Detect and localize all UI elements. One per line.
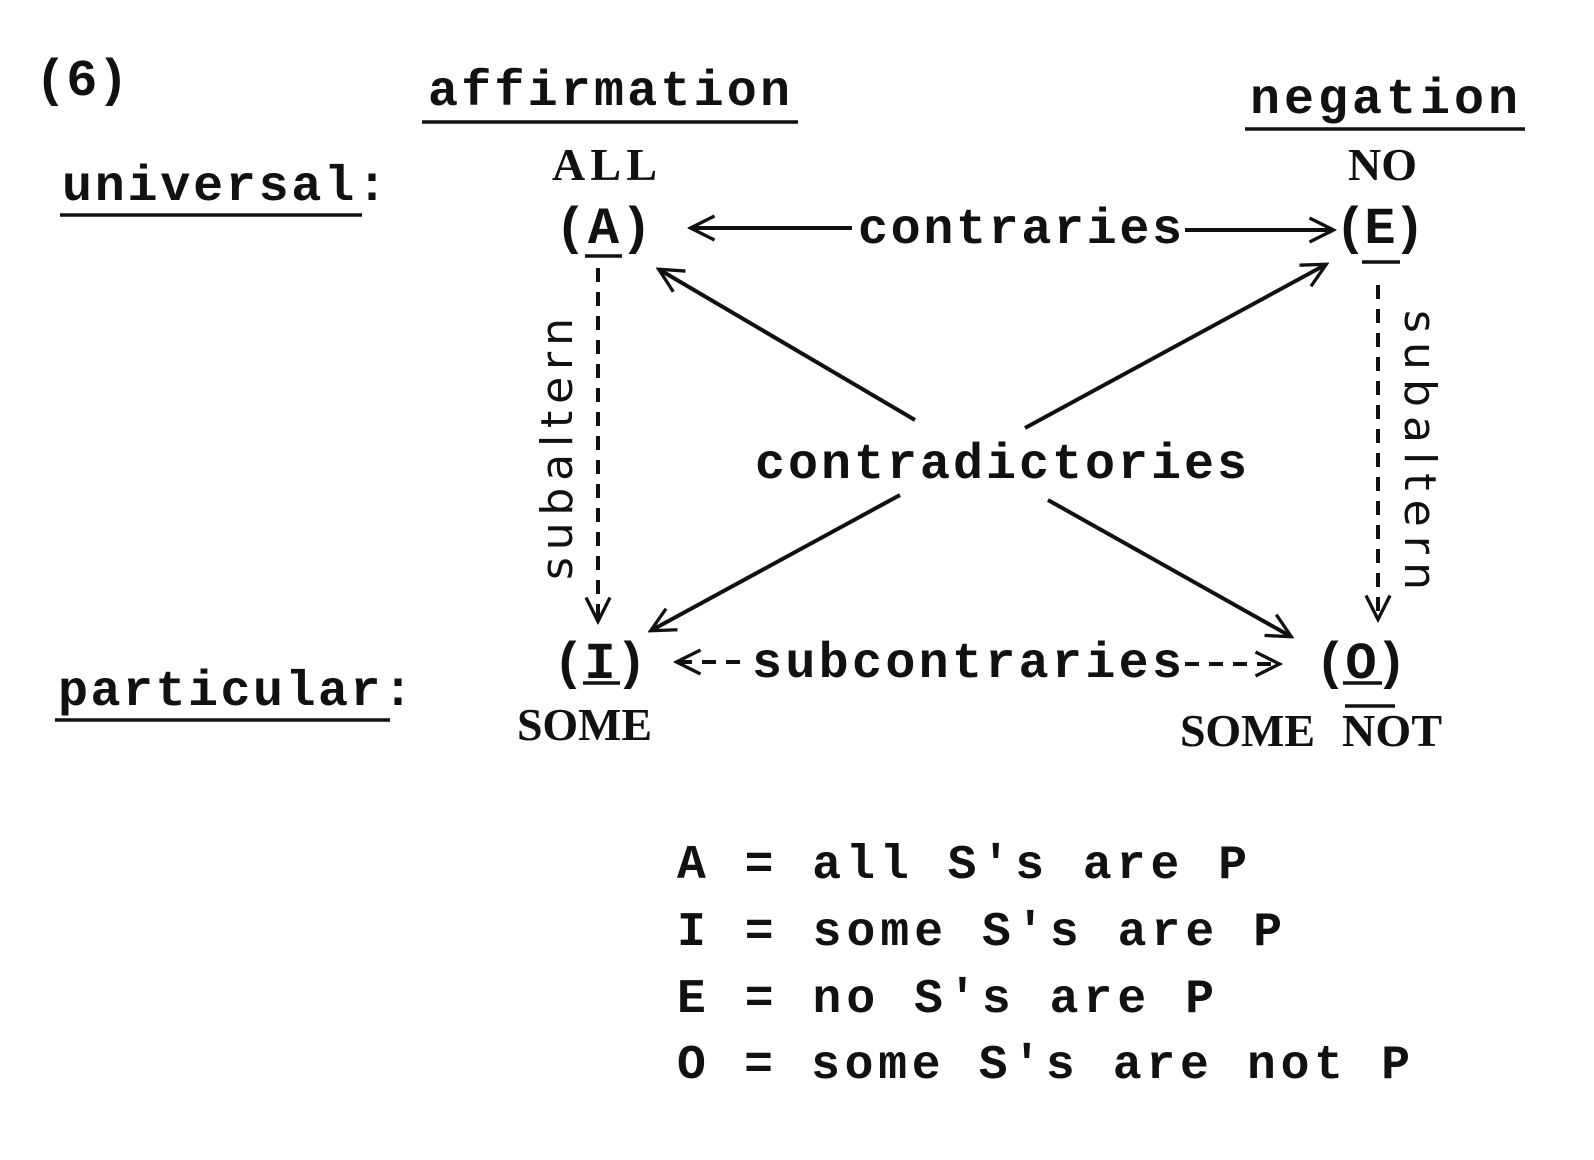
row-header-universal: universal: [62, 159, 387, 216]
legend-item-e: E = no S's are P [677, 973, 1214, 1027]
quantifier-no: NO [1348, 139, 1417, 190]
diagram-number: (6) [35, 52, 129, 111]
legend: A = all S's are P I = some S's are P E =… [677, 839, 1410, 1093]
contradictories-arrow-to-e [1024, 265, 1325, 430]
node-a: (A) [555, 200, 652, 259]
legend-item-a: A = all S's are P [677, 839, 1247, 893]
label-subcontraries: subcontraries [752, 636, 1182, 693]
legend-item-i: I = some S's are P [677, 906, 1282, 960]
row-header-particular: particular: [58, 664, 413, 721]
contradictories-arrow-to-o [1047, 498, 1290, 636]
quantifier-all: ALL [552, 139, 657, 190]
contradictories-arrow-to-a [660, 270, 917, 422]
quantifier-some-not-some: SOME [1180, 705, 1315, 756]
label-subaltern-left: subaltern [532, 318, 583, 580]
legend-item-o: O = some S's are not P [677, 1039, 1410, 1093]
column-header-negation: negation [1250, 72, 1518, 129]
node-e: (E) [1335, 200, 1425, 259]
label-subaltern-right: subaltern [1394, 310, 1445, 590]
node-o: (O) [1315, 635, 1407, 694]
label-contraries: contraries [858, 202, 1182, 259]
contradictories-arrow-to-i [652, 493, 901, 630]
label-contradictories: contradictories [755, 437, 1247, 494]
quantifier-some-not-not: NOT [1342, 705, 1442, 756]
node-i: (I) [553, 635, 647, 694]
column-header-affirmation: affirmation [428, 64, 790, 121]
quantifier-some: SOME [517, 699, 652, 750]
